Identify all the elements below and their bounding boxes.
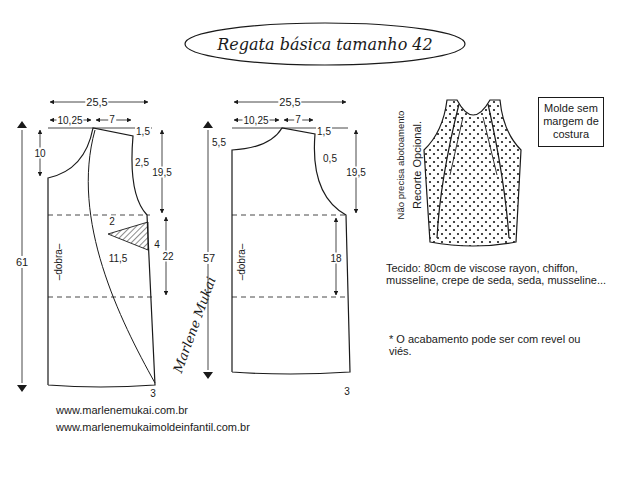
dimension: 19,5	[345, 167, 366, 178]
finish-note: * O acabamento pode ser com revel ou vié…	[388, 333, 595, 357]
note-text: Molde sem margem de costura	[542, 102, 600, 142]
signature: Marlene Mukai	[171, 274, 220, 375]
dimension: 57	[202, 252, 216, 264]
pattern-line	[203, 121, 213, 379]
fabric-note: Tecido: 80cm de viscose rayon, chiffon, …	[385, 262, 617, 286]
dimension: 18	[329, 253, 342, 264]
fold-mark: –dobra–	[236, 243, 247, 282]
pattern-line	[48, 215, 150, 216]
pattern-line	[424, 100, 521, 246]
fold-mark: –dobra–	[53, 243, 64, 282]
dimension: 25,5	[85, 96, 108, 108]
front-piece	[17, 102, 166, 392]
dimension: 1,5	[135, 126, 151, 137]
dimension: 61	[15, 256, 29, 268]
garment-sketch	[424, 100, 521, 246]
note: Recorte Opcional.	[411, 120, 423, 210]
dimension: 10,25	[56, 115, 83, 126]
dimension: 4	[153, 239, 161, 250]
pattern-line	[232, 297, 348, 298]
dimension: 2	[108, 216, 116, 227]
dimension: 10,25	[242, 115, 269, 126]
dimension: 11,5	[108, 253, 129, 264]
pattern-line	[48, 297, 152, 298]
dimension: 0,5	[322, 153, 338, 164]
pattern-line	[488, 104, 509, 238]
back-piece	[203, 102, 356, 379]
pattern-line	[232, 215, 347, 216]
dimension: 22	[161, 251, 174, 262]
pattern-line	[88, 130, 155, 383]
pattern-line	[450, 117, 497, 175]
dimension: 3	[343, 386, 351, 397]
dimension: 10	[33, 148, 46, 159]
pattern-line	[208, 130, 209, 370]
dimension: 1,5	[316, 126, 332, 137]
dimension: 3	[149, 388, 157, 399]
dimension: 19,5	[151, 167, 172, 178]
title-text: Regata básica tamanho 42	[217, 35, 432, 54]
website: www.marlenemukai.com.br	[55, 404, 357, 416]
note: Não precisa abotoamento	[396, 110, 406, 221]
note-box: Molde sem margem de costura	[538, 97, 604, 147]
dimension: 5,5	[211, 137, 227, 148]
dimension: 2,5	[134, 157, 150, 168]
title-oval	[185, 23, 465, 65]
dimension: 25,5	[278, 96, 301, 108]
dimension: 7	[294, 114, 302, 125]
dimension: 7	[108, 114, 116, 125]
website: www.marlenemukaimoldeinfantil.com.br	[55, 421, 357, 433]
pattern-line	[437, 104, 459, 238]
pattern-line	[48, 128, 155, 387]
pattern-line	[232, 128, 350, 374]
